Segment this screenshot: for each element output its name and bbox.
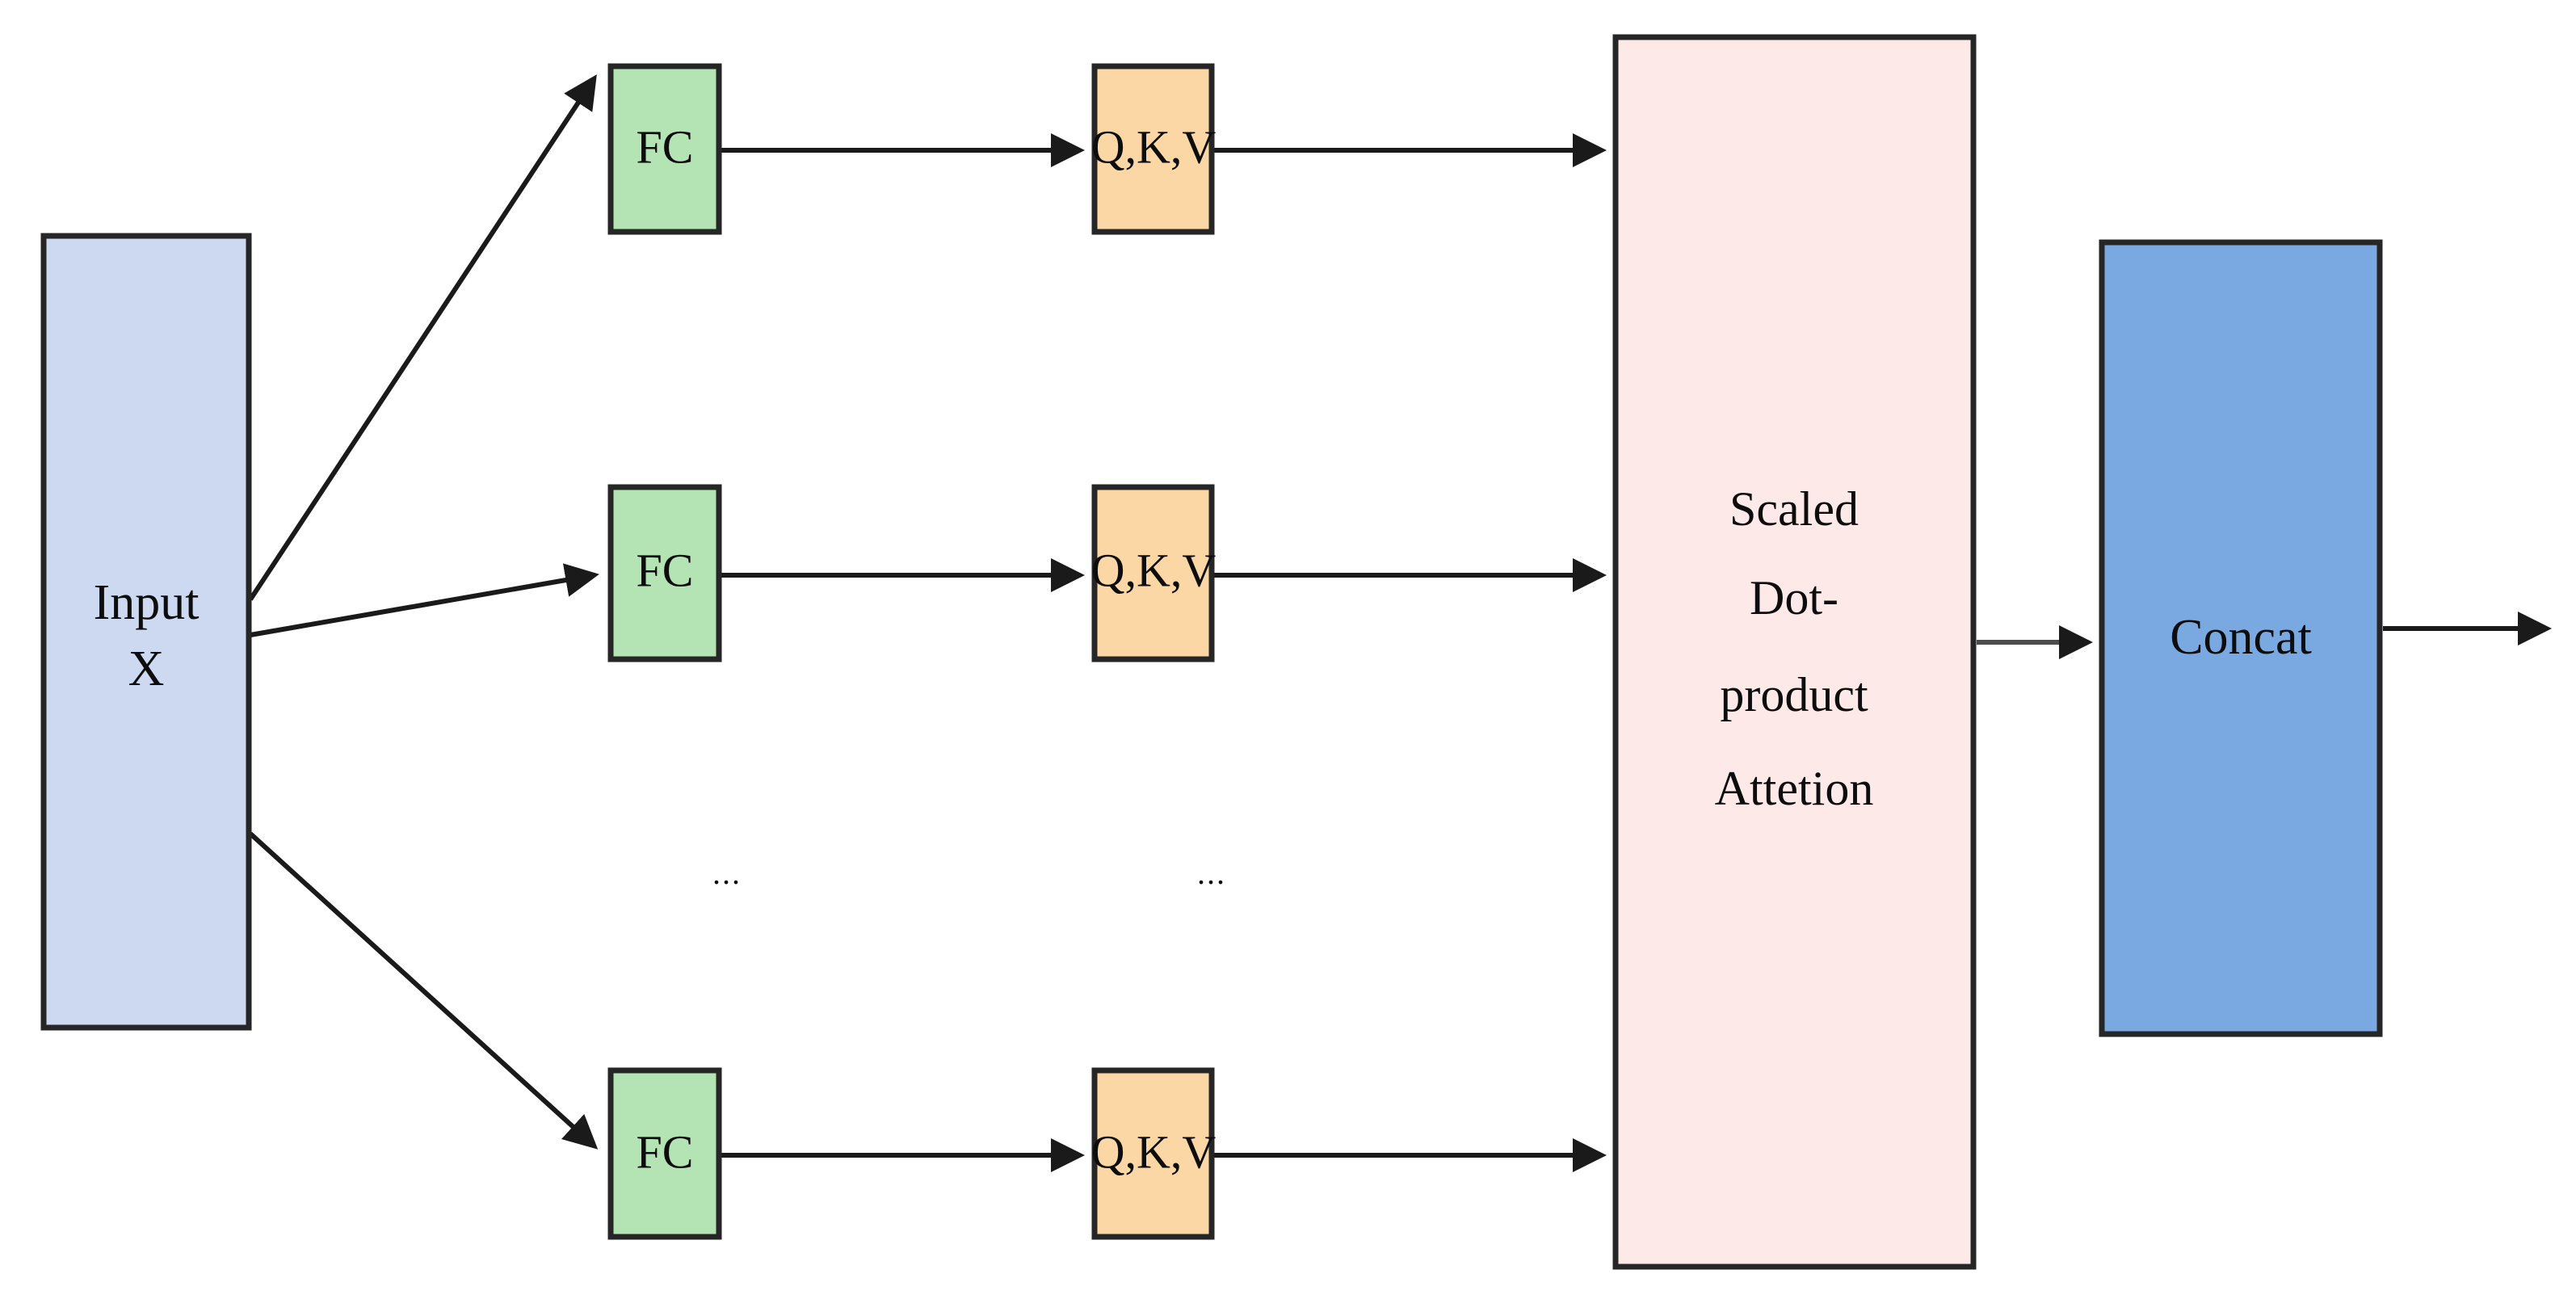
node-fc-bottom[interactable]: FC <box>607 1067 722 1240</box>
qkv-bottom-rect <box>1091 1067 1215 1240</box>
input-x-rect <box>40 233 252 1031</box>
qkv-top-rect <box>1091 63 1215 235</box>
qkv-mid-rect <box>1091 484 1215 662</box>
node-qkv-bottom[interactable]: Q,K,V <box>1091 1067 1217 1240</box>
fc-top-label: FC <box>637 120 694 173</box>
fc-mid-label: FC <box>637 544 694 596</box>
edge-input-to-fc-mid <box>250 563 599 637</box>
attention-label-line4: Attetion <box>1715 762 1874 815</box>
concat-label: Concat <box>2170 610 2312 665</box>
edge-input-to-fc-top <box>248 74 597 601</box>
node-concat[interactable]: Concat <box>2099 239 2383 1037</box>
qkv-top-label: Q,K,V <box>1091 120 1217 173</box>
fc-bottom-label: FC <box>637 1125 694 1178</box>
node-fc-mid[interactable]: FC <box>607 484 722 662</box>
node-scaled-dot-product-attention[interactable]: Scaled Dot- product Attetion <box>1612 34 1977 1270</box>
concat-rect <box>2099 239 2383 1037</box>
node-qkv-top[interactable]: Q,K,V <box>1091 63 1217 235</box>
attention-label-line3: product <box>1720 668 1868 721</box>
attention-label-line1: Scaled <box>1729 482 1859 536</box>
fc-mid-rect <box>607 484 722 662</box>
fc-top-rect <box>607 63 722 235</box>
input-x-label-line1: Input <box>94 575 200 630</box>
fc-bottom-rect <box>607 1067 722 1240</box>
qkv-mid-label: Q,K,V <box>1091 544 1217 596</box>
node-qkv-mid[interactable]: Q,K,V <box>1091 484 1217 662</box>
ellipsis-fc-column: ... <box>712 855 742 891</box>
node-input-x[interactable]: Input X <box>40 233 252 1031</box>
attention-label-line2: Dot- <box>1750 571 1838 624</box>
ellipsis-qkv-column: ... <box>1197 855 1226 891</box>
qkv-bottom-label: Q,K,V <box>1091 1125 1217 1178</box>
input-x-label-line2: X <box>128 641 165 696</box>
attention-rect <box>1612 34 1977 1270</box>
node-fc-top[interactable]: FC <box>607 63 722 235</box>
edge-input-to-fc-bottom <box>248 831 599 1150</box>
